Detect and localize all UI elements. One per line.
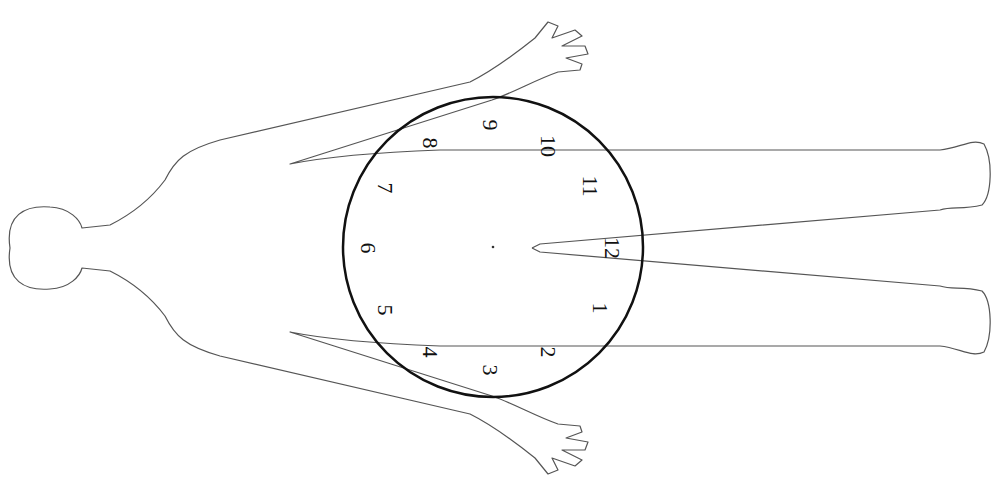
- body-outline: [9, 248, 990, 474]
- clock-number: 10: [537, 135, 559, 157]
- clock-number: 8: [419, 138, 441, 149]
- clock-number: 1: [589, 303, 611, 314]
- clock-number: 2: [537, 347, 559, 358]
- clock-number: 12: [601, 237, 623, 259]
- clock-number: 4: [419, 347, 441, 358]
- clock-number: 6: [357, 243, 379, 254]
- center-dot: [492, 246, 495, 249]
- clock-number: 11: [579, 175, 601, 196]
- clock-number: 9: [479, 120, 501, 131]
- clock-circle: [343, 97, 643, 397]
- clock-number: 5: [374, 305, 396, 316]
- body-outline: [9, 22, 990, 248]
- clock-number: 7: [374, 183, 396, 194]
- clock-number: 3: [479, 365, 501, 376]
